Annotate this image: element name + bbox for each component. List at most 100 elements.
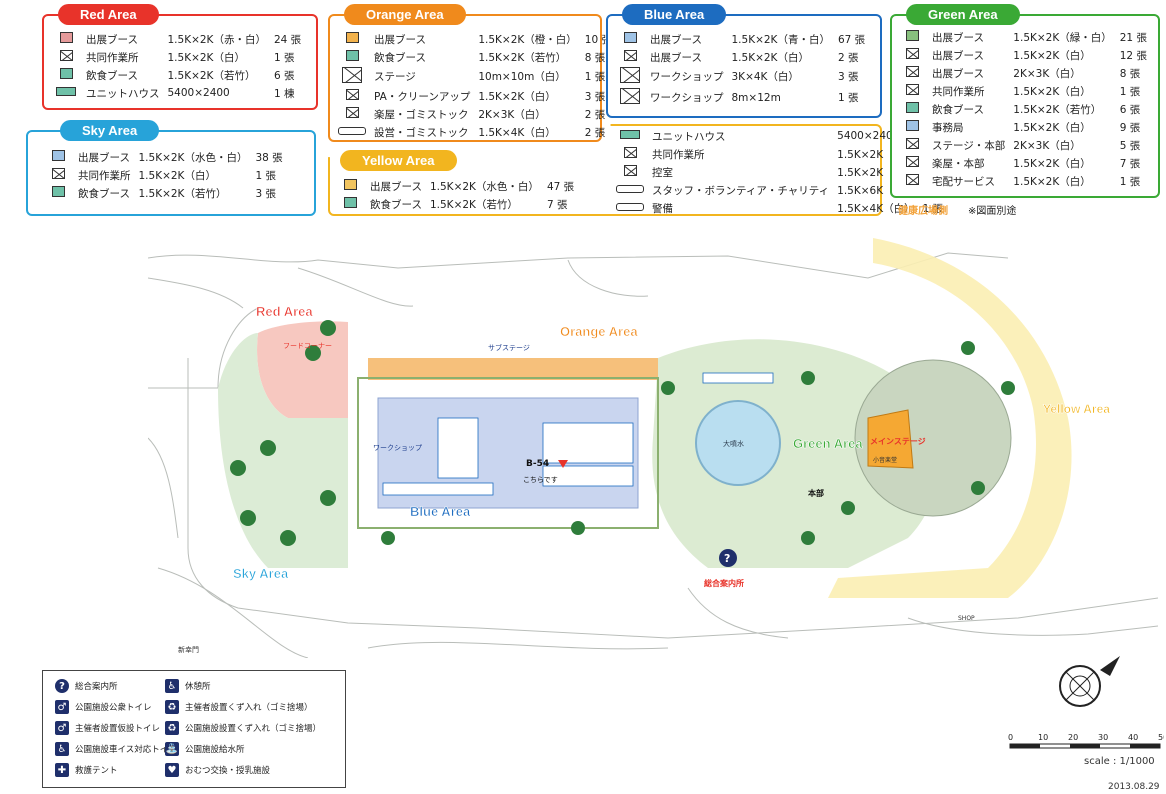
legend-count: 1 張: [1119, 85, 1141, 98]
legend-count: 1 張: [1119, 175, 1141, 188]
symbol-legend-label: 公園施設公衆トイレ: [75, 703, 152, 713]
legend-label: ステージ: [374, 71, 416, 83]
legend-label: 共同作業所: [932, 85, 985, 98]
booth-rows: [382, 372, 774, 496]
food-booth-icon: [50, 66, 82, 84]
nursing-icon: ♥: [165, 763, 179, 777]
scale-tick: 30: [1098, 733, 1108, 742]
map-info-center: 総合案内所: [704, 578, 744, 588]
map-fountain-label: 大噴水: [723, 439, 744, 448]
sky-booth-icon: [42, 148, 74, 166]
shared-workshop-icon: [42, 166, 74, 184]
legend-label: 控室: [652, 166, 673, 179]
map-red-area-label: Red Area: [256, 304, 313, 319]
legend-count: 38 張: [255, 151, 283, 164]
map-food-corner-label: フードコーナー: [283, 342, 332, 350]
map-here-label: こちらです: [523, 476, 558, 484]
park-trash-icon: ♻: [165, 721, 179, 735]
symbol-legend-label: おむつ交換・授乳施設: [185, 766, 271, 776]
orange-area-zone: [368, 358, 658, 380]
legend-count: 24 張: [273, 33, 302, 46]
legend-label: 飲食ブース: [374, 51, 426, 64]
symbol-legend-item: ♻公園施設設置くず入れ（ゴミ捨場）: [165, 721, 321, 735]
legend-label: 飲食ブース: [78, 187, 130, 200]
legend-count: 1 張: [255, 169, 276, 182]
shared-workshop-icon: [896, 82, 928, 100]
legend-size: 1.5K×2K（赤・白）: [167, 33, 266, 46]
shared-workshop-icon: [50, 48, 82, 66]
map-info-icon: [719, 549, 737, 567]
dressing-hq-icon: [896, 154, 928, 172]
green-area-title: Green Area: [906, 4, 1020, 25]
legend-size: 1.5K×2K（白）: [478, 90, 556, 103]
legend-label: スタッフ・ボランティア・チャリティ: [652, 184, 830, 197]
legend-size: 1.5K×2K（緑・白）: [1013, 31, 1112, 44]
legend-count: 47 張: [546, 180, 575, 193]
scale-bar: 01020304050m: [1008, 733, 1164, 749]
legend-row: 共同作業所 1.5K×2K（白） 1 張: [896, 82, 1151, 100]
legend-count: 5 張: [1119, 139, 1141, 152]
symbol-legend-label: 公園施設給水所: [185, 745, 245, 755]
water-fountain-icon: ⛲: [165, 742, 179, 756]
symbol-legend-label: 主催者設置くず入れ（ゴミ捨場）: [185, 703, 313, 713]
legend-count: 2 張: [837, 51, 859, 64]
symbol-legend-item: ♂主催者設置仮設トイレ: [55, 721, 160, 735]
map-workshop-label: ワークショップ: [373, 444, 422, 452]
setup-trash-icon: [334, 123, 370, 141]
legend-label: ワークショップ: [650, 71, 724, 83]
map-shop: SHOP: [958, 615, 975, 622]
map-booth-id: B-54: [526, 459, 549, 469]
legend-label: 事務局: [932, 121, 964, 134]
orange-area-title: Orange Area: [344, 4, 466, 25]
legend-count: 8 張: [584, 51, 606, 64]
yellow-area-tab: Yellow Area: [340, 150, 457, 171]
map-yellow-area-label: Yellow Area: [1043, 402, 1110, 416]
red-area-zone: [257, 321, 348, 418]
symbol-legend: ?総合案内所♿休憩所♂公園施設公衆トイレ♻主催者設置くず入れ（ゴミ捨場）♂主催者…: [42, 670, 346, 788]
symbol-legend-item: ⛲ 公園施設給水所: [165, 742, 245, 756]
office-icon: [896, 118, 928, 136]
unit-house-icon: [50, 84, 82, 102]
legend-size: 1.5K×2K（白）: [1013, 157, 1091, 170]
legend-label: 出展ブース: [650, 51, 702, 64]
food-booth-icon: [42, 184, 74, 202]
legend-size: 1.5K×2K（白）: [1013, 85, 1091, 98]
legend-count: 7 張: [546, 198, 568, 211]
symbol-legend-label: 救護テント: [75, 766, 118, 776]
legend-size: 1.5K×2K（若竹）: [429, 198, 518, 211]
legend-count: 1 張: [584, 71, 606, 83]
legend-label: ワークショップ: [650, 92, 724, 104]
legend-count: 10 張: [584, 33, 612, 46]
scale-tick: 0: [1008, 733, 1013, 742]
svg-text:?: ?: [724, 552, 730, 565]
shared-workshop-icon: [896, 46, 928, 64]
workshop-small-icon: [614, 66, 646, 87]
legend-count: 2 張: [584, 108, 606, 121]
waiting-room-icon: [612, 163, 648, 181]
map-green-area-label: Green Area: [793, 436, 863, 451]
legend-count: 21 張: [1119, 31, 1147, 44]
blue-area-border: [357, 377, 659, 529]
legend-label: 出展ブース: [650, 33, 702, 46]
orange-booth-icon: [334, 30, 370, 48]
symbol-legend-item: ♂公園施設公衆トイレ: [55, 700, 152, 714]
wheelchair-toilet-icon: ♿: [55, 742, 69, 756]
legend-label: 飲食ブース: [932, 103, 984, 116]
yellow-area-title: Yellow Area: [340, 150, 457, 171]
legend-size: 1.5K×2K（若竹）: [138, 187, 227, 200]
symbol-legend-item: ✚救護テント: [55, 763, 118, 777]
symbol-legend-label: 公園施設車イス対応トイレ: [75, 745, 177, 755]
legend-count: 3 張: [837, 71, 859, 83]
green-booth-icon: [896, 28, 928, 46]
blue-booth-icon: [614, 30, 646, 48]
